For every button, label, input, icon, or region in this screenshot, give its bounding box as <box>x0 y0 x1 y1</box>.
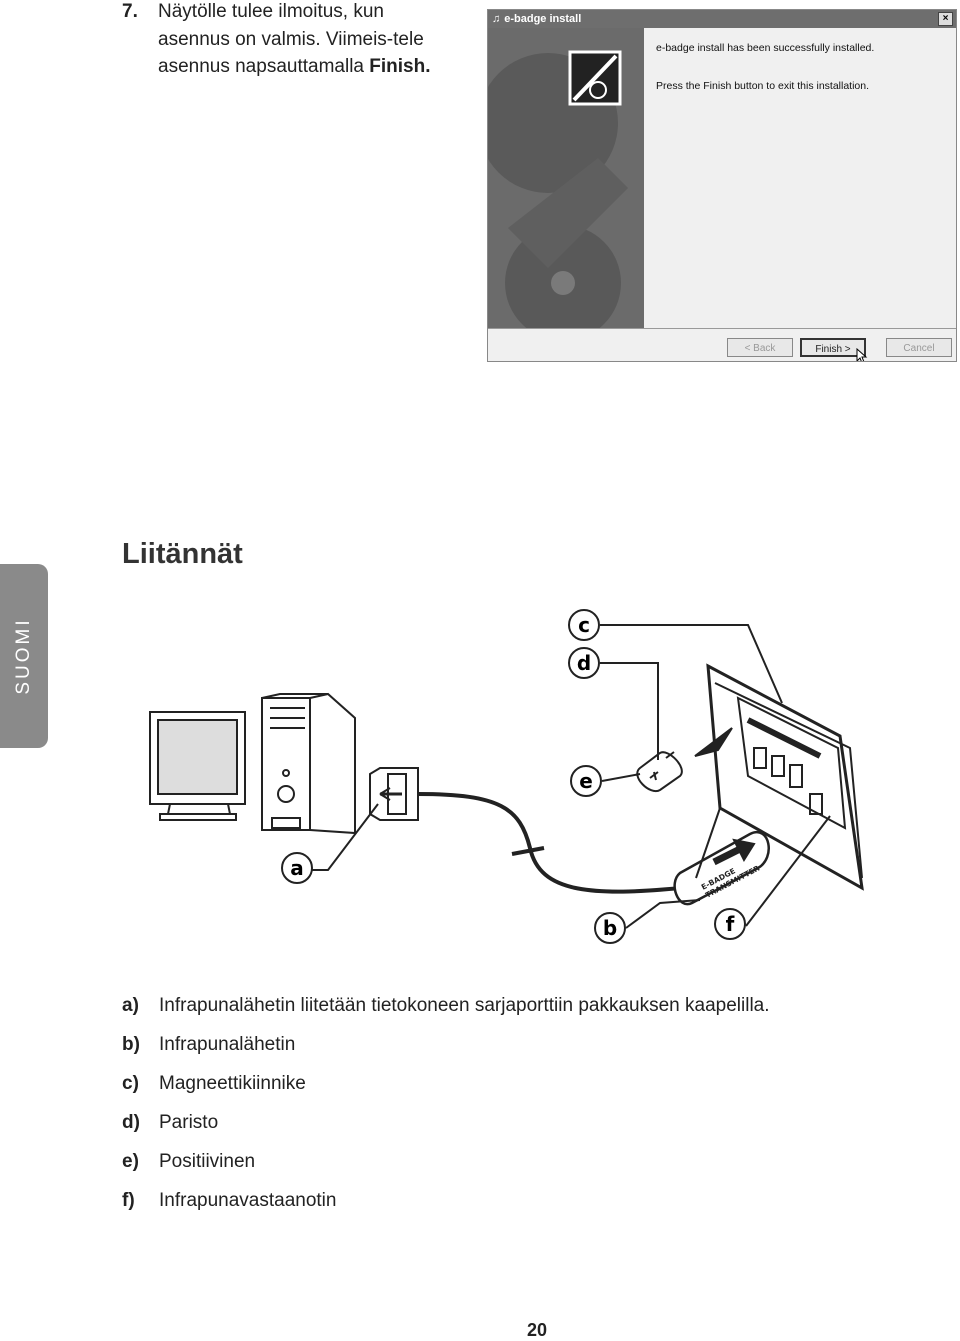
legend-text: Paristo <box>159 1112 219 1133</box>
step-number: 7. <box>122 1 138 22</box>
magnet-icon <box>694 727 733 757</box>
cd-artwork-icon <box>488 28 644 328</box>
connection-diagram: c d e a b f E-BADGE TRANSMITTER <box>149 609 864 944</box>
dialog-side-image <box>488 28 644 328</box>
legend-text: Infrapunalähetin <box>159 1034 296 1055</box>
dialog-separator <box>488 328 956 329</box>
mouse-cursor-icon <box>856 348 868 361</box>
legend-key: b) <box>122 1034 140 1055</box>
section-heading: Liitännät <box>122 538 243 570</box>
transmitter-icon <box>673 830 770 906</box>
step-text-bold: Finish. <box>369 56 431 77</box>
language-side-tab: SUOMI <box>0 564 48 748</box>
back-button[interactable]: < Back <box>727 338 793 357</box>
legend-item: d) Paristo <box>122 1103 770 1142</box>
callout-b: b <box>603 916 617 940</box>
install-dialog: ♫ e-badge install × e-badge install has … <box>487 9 957 362</box>
dialog-content: e-badge install has been successfully in… <box>656 42 874 118</box>
callout-e: e <box>579 769 593 793</box>
legend-text: Positiivinen <box>159 1151 256 1172</box>
dialog-message-finish: Press the Finish button to exit this ins… <box>656 80 870 92</box>
legend-text: Infrapunalähetin liitetään tietokoneen s… <box>159 995 770 1016</box>
app-icon: ♫ <box>492 13 501 25</box>
legend-key: f) <box>122 1190 135 1211</box>
dialog-titlebar: ♫ e-badge install × <box>488 10 956 28</box>
battery-icon <box>636 751 683 793</box>
cancel-button[interactable]: Cancel <box>886 338 952 357</box>
callout-a: a <box>290 856 304 880</box>
language-label: SUOMI <box>13 617 34 695</box>
legend-item: c) Magneettikiinnike <box>122 1064 770 1103</box>
legend-key: a) <box>122 995 139 1016</box>
serial-connector-icon <box>369 767 419 821</box>
computer-tower-icon <box>261 692 356 835</box>
legend-text: Magneettikiinnike <box>159 1073 306 1094</box>
legend-item: e) Positiivinen <box>122 1142 770 1181</box>
page-number: 20 <box>527 1320 548 1340</box>
dialog-title: e-badge install <box>504 13 582 25</box>
legend-list: a) Infrapunalähetin liitetään tietokoneen… <box>122 986 770 1220</box>
legend-key: d) <box>122 1112 140 1133</box>
callout-d: d <box>577 651 591 675</box>
close-button[interactable]: × <box>938 12 953 26</box>
finish-button[interactable]: Finish > <box>800 338 866 357</box>
receiver-box-icon <box>695 663 864 891</box>
step-7: 7. Näytölle tulee ilmoitus, kun asennus … <box>122 0 452 81</box>
step-text-body: Näytölle tulee ilmoitus, kun asennus on … <box>158 1 424 77</box>
legend-item: b) Infrapunalähetin <box>122 1025 770 1064</box>
monitor-icon <box>149 711 246 821</box>
legend-key: c) <box>122 1073 139 1094</box>
legend-item: f) Infrapunavastaanotin <box>122 1181 770 1220</box>
callout-f: f <box>726 912 735 936</box>
callout-c: c <box>578 613 590 637</box>
dialog-message-success: e-badge install has been successfully in… <box>656 42 875 54</box>
serial-cable <box>417 792 701 894</box>
legend-item: a) Infrapunalähetin liitetään tietokoneen… <box>122 986 770 1025</box>
legend-text: Infrapunavastaanotin <box>159 1190 337 1211</box>
step-text: Näytölle tulee ilmoitus, kun asennus on … <box>158 0 452 81</box>
legend-key: e) <box>122 1151 139 1172</box>
